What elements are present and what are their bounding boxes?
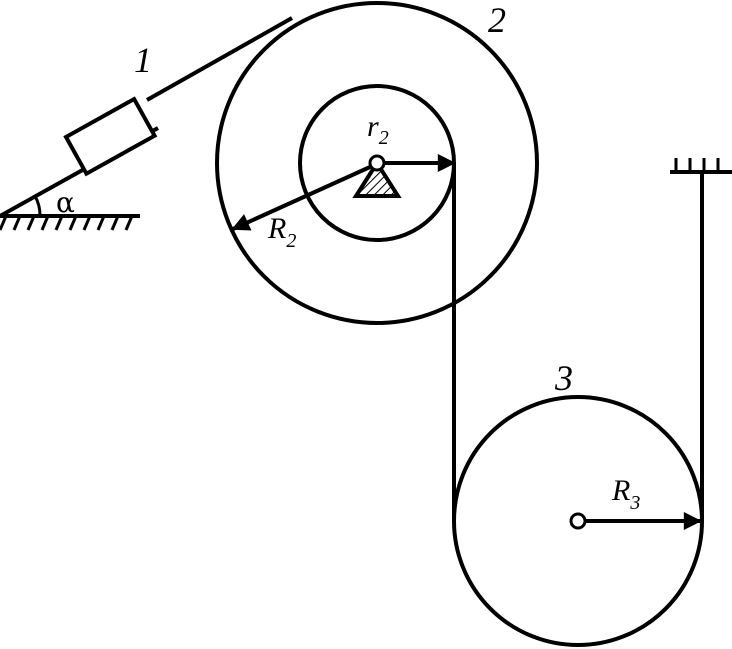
ceiling-support bbox=[670, 158, 732, 174]
label-r2: r2 bbox=[367, 110, 389, 149]
pulley-2-outer-circle bbox=[215, 1, 539, 325]
label-angle-alpha: α bbox=[56, 186, 75, 219]
block-1 bbox=[63, 96, 158, 177]
wheel-3-center bbox=[569, 512, 587, 530]
pulley-2-center bbox=[368, 154, 386, 172]
label-block-1: 1 bbox=[134, 40, 152, 80]
ground-support bbox=[0, 214, 140, 231]
pivot-support bbox=[352, 159, 402, 198]
rope-block-to-pulley bbox=[146, 16, 293, 102]
angle-arc bbox=[33, 195, 42, 217]
label-R2: R2 bbox=[267, 212, 296, 252]
radius-R2-arrow bbox=[231, 165, 371, 231]
label-wheel-3: 3 bbox=[554, 358, 573, 398]
label-R3: R3 bbox=[611, 474, 640, 514]
label-pulley-2: 2 bbox=[488, 0, 506, 40]
